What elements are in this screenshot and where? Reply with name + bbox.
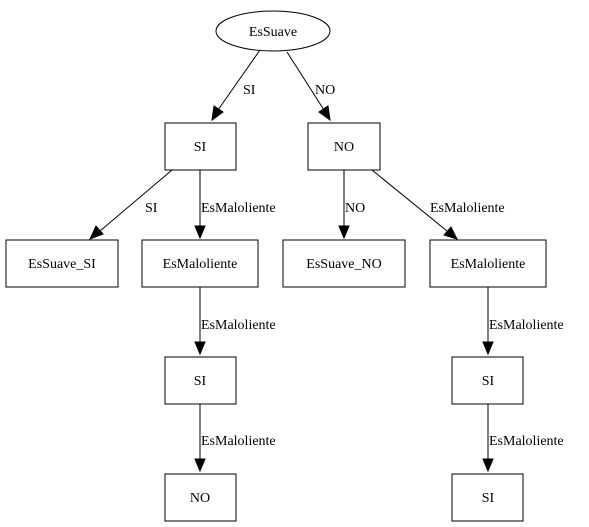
node-label-si-right-mid: SI: [482, 374, 495, 389]
node-label-si-right-bottom: SI: [482, 491, 495, 506]
node-label-si-left-mid: SI: [194, 374, 207, 389]
edge-si-right-to-si: EsMaloliente: [482, 404, 564, 473]
edge-label-si-essuave-si: SI: [145, 201, 158, 216]
edge-root-to-no: NO: [286, 51, 335, 122]
node-esmaloliente-left: EsMaloliente: [141, 239, 259, 288]
node-label-si: SI: [194, 140, 207, 155]
node-essuave-root: EsSuave: [215, 10, 331, 52]
edge-esmaloliente-left-to-si: EsMaloliente: [194, 287, 276, 356]
edge-label-si-esmaloliente: EsMaloliente: [201, 201, 276, 216]
edge-si-to-essuave-si: SI: [89, 169, 173, 240]
node-label-no-left-bottom: NO: [190, 491, 210, 506]
edge-no-to-esmaloliente: EsMaloliente: [371, 169, 505, 240]
node-label-no: NO: [334, 140, 354, 155]
edge-esmaloliente-right-to-si: EsMaloliente: [482, 287, 564, 356]
node-essuave-no: EsSuave_NO: [282, 239, 406, 288]
node-no: NO: [307, 122, 381, 171]
node-si-right-bottom: SI: [451, 473, 524, 522]
node-essuave-si: EsSuave_SI: [5, 239, 119, 288]
edge-label-esmal-right-si: EsMaloliente: [489, 318, 564, 333]
edge-si-left-to-no: EsMaloliente: [194, 404, 276, 473]
node-label-esmaloliente-right: EsMaloliente: [451, 257, 526, 272]
node-label-essuave-si: EsSuave_SI: [28, 257, 96, 272]
edge-label-esmal-left-si: EsMaloliente: [201, 318, 276, 333]
node-label-essuave-root: EsSuave: [249, 25, 297, 40]
node-label-esmaloliente-left: EsMaloliente: [163, 257, 238, 272]
edge-label-si-left-no: EsMaloliente: [201, 434, 276, 449]
node-si: SI: [164, 122, 237, 171]
edge-si-to-esmaloliente: EsMaloliente: [194, 170, 276, 240]
edge-label-root-si: SI: [243, 83, 256, 98]
node-esmaloliente-right: EsMaloliente: [429, 239, 547, 288]
node-label-essuave-no: EsSuave_NO: [306, 257, 381, 272]
edge-no-to-essuave-no: NO: [338, 170, 365, 240]
edge-label-no-esmaloliente: EsMaloliente: [430, 201, 505, 216]
edge-label-root-no: NO: [315, 83, 335, 98]
edge-label-si-right-si: EsMaloliente: [489, 434, 564, 449]
edge-root-to-si: SI: [211, 49, 261, 122]
node-no-left-bottom: NO: [164, 473, 237, 522]
node-si-right-mid: SI: [451, 356, 524, 405]
node-si-left-mid: SI: [164, 356, 237, 405]
edge-label-no-essuave-no: NO: [345, 201, 365, 216]
